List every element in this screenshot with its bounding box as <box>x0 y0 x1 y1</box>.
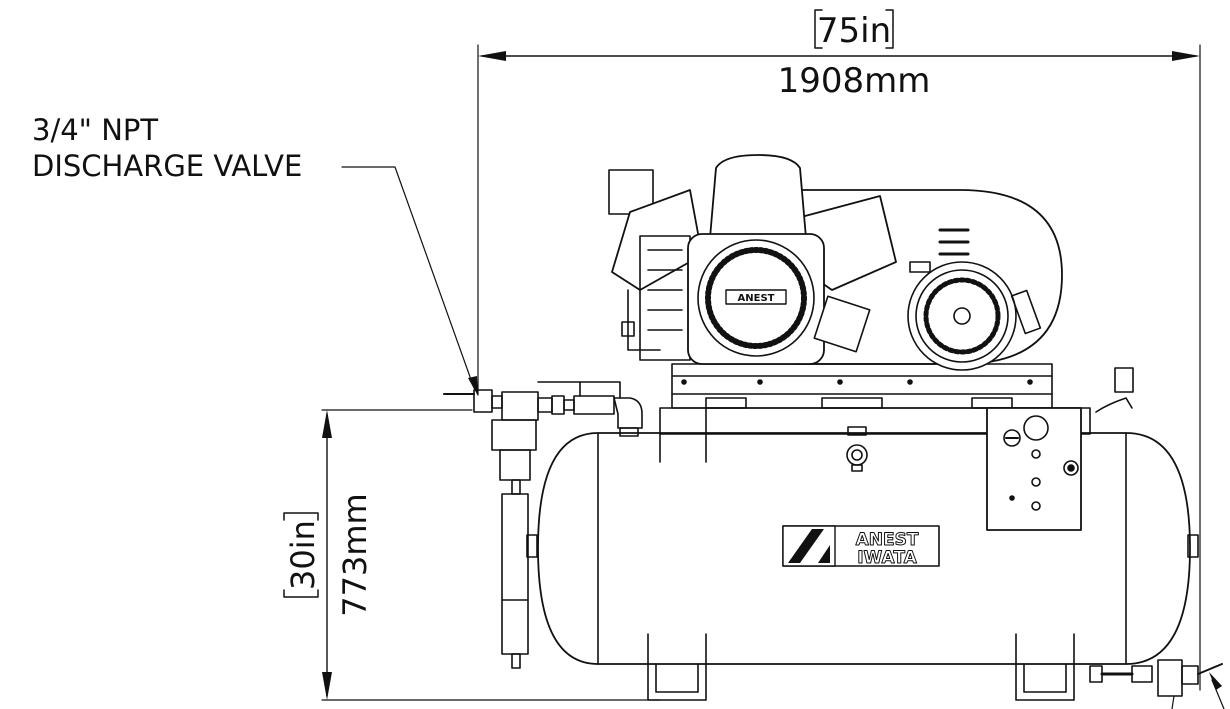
width-dimension: 75in 1908mm <box>477 9 1201 691</box>
arrow-right-icon <box>1172 51 1200 61</box>
arrow-up-icon <box>322 410 332 438</box>
brand-line2: IWATA <box>857 548 917 568</box>
discharge-valve-callout: 3/4" NPT DISCHARGE VALVE <box>32 113 478 396</box>
brand-logo: ANEST IWATA <box>782 525 940 569</box>
arrow-left-icon <box>478 51 506 61</box>
electric-motor <box>907 261 1042 371</box>
width-inches-label: 75in <box>817 11 891 51</box>
tank-left-fitting-icon <box>526 534 538 558</box>
width-mm-label: 1908mm <box>778 61 931 101</box>
brand-line1: ANEST <box>856 530 919 550</box>
flywheel-badge-plate <box>725 289 787 305</box>
gauge-icon <box>846 444 868 466</box>
callout-line1: 3/4" NPT <box>32 113 158 147</box>
tank-feet <box>647 633 1075 701</box>
drain-assembly <box>1089 659 1225 709</box>
unloader-icon <box>813 295 871 353</box>
arrow-down-icon <box>322 672 332 700</box>
leader-arrow-icon <box>468 376 478 396</box>
belt-guard <box>795 189 1063 365</box>
pressure-switch-box <box>986 367 1134 531</box>
receiver-tank <box>526 426 1199 665</box>
brand-mark-icon <box>788 529 824 563</box>
tank-right-fitting-icon <box>1187 534 1199 558</box>
height-inches-label: 30in <box>284 520 322 590</box>
flywheel-badge-text: ANEST <box>738 293 775 304</box>
compressor-pump: ANEST <box>608 154 897 365</box>
filter-housing-icon <box>501 493 529 655</box>
drain-valve-icon <box>1157 659 1183 697</box>
callout-line2: DISCHARGE VALVE <box>32 149 302 183</box>
switch-knob-icon <box>1003 429 1021 447</box>
height-dimension: 30in 773mm <box>283 409 661 701</box>
discharge-assembly <box>443 381 643 669</box>
motor-junction-box-icon <box>1010 289 1042 335</box>
height-mm-label: 773mm <box>336 493 374 616</box>
drain-leader-arrow-icon <box>1209 672 1222 690</box>
